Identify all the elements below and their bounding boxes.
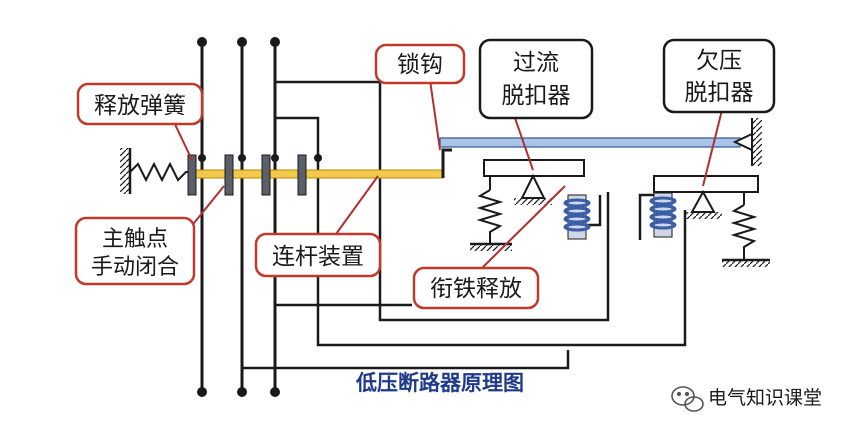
callout-overcurrent: 过流 脱扣器 [478,38,594,120]
main-contacts-label-2: 手动闭合 [91,255,179,280]
callout-release-spring: 释放弹簧 [76,82,204,126]
overcurrent-label-1: 过流 [513,50,559,76]
undervoltage-trip-unit [649,175,770,267]
latch-bar-pivot [732,132,753,152]
overcurrent-label-2: 脱扣器 [502,83,571,109]
latch-bar [439,137,741,148]
watermark-text: 电气知识课堂 [708,387,822,409]
diagram-caption: 低压断路器原理图 [355,371,524,395]
latch-bar-ground [752,118,762,166]
undervoltage-label-2: 脱扣器 [685,80,754,106]
release-spring-label: 释放弹簧 [94,93,186,119]
callout-linkage: 连杆装置 [254,232,382,278]
latch-label: 锁钩 [397,52,443,78]
undervoltage-label-1: 欠压 [696,48,742,74]
power-lines [200,42,277,392]
callout-main-contacts: 主触点 手动闭合 [74,216,196,286]
wechat-icon [671,386,704,412]
watermark: 电气知识课堂 [671,386,822,412]
overcurrent-trip-unit [470,159,591,251]
callout-armature-release: 衔铁释放 [412,266,540,310]
main-contacts [187,154,307,196]
main-contacts-label-1: 主触点 [102,227,168,252]
linkage-label: 连杆装置 [272,244,364,270]
latch-hook [441,148,452,178]
callout-latch: 锁钩 [374,43,466,85]
control-wires [242,80,687,370]
callout-undervoltage: 欠压 脱扣器 [662,38,776,114]
armature-release-label: 衔铁释放 [430,276,522,302]
terminal-dots [197,37,322,397]
release-spring [120,148,190,194]
